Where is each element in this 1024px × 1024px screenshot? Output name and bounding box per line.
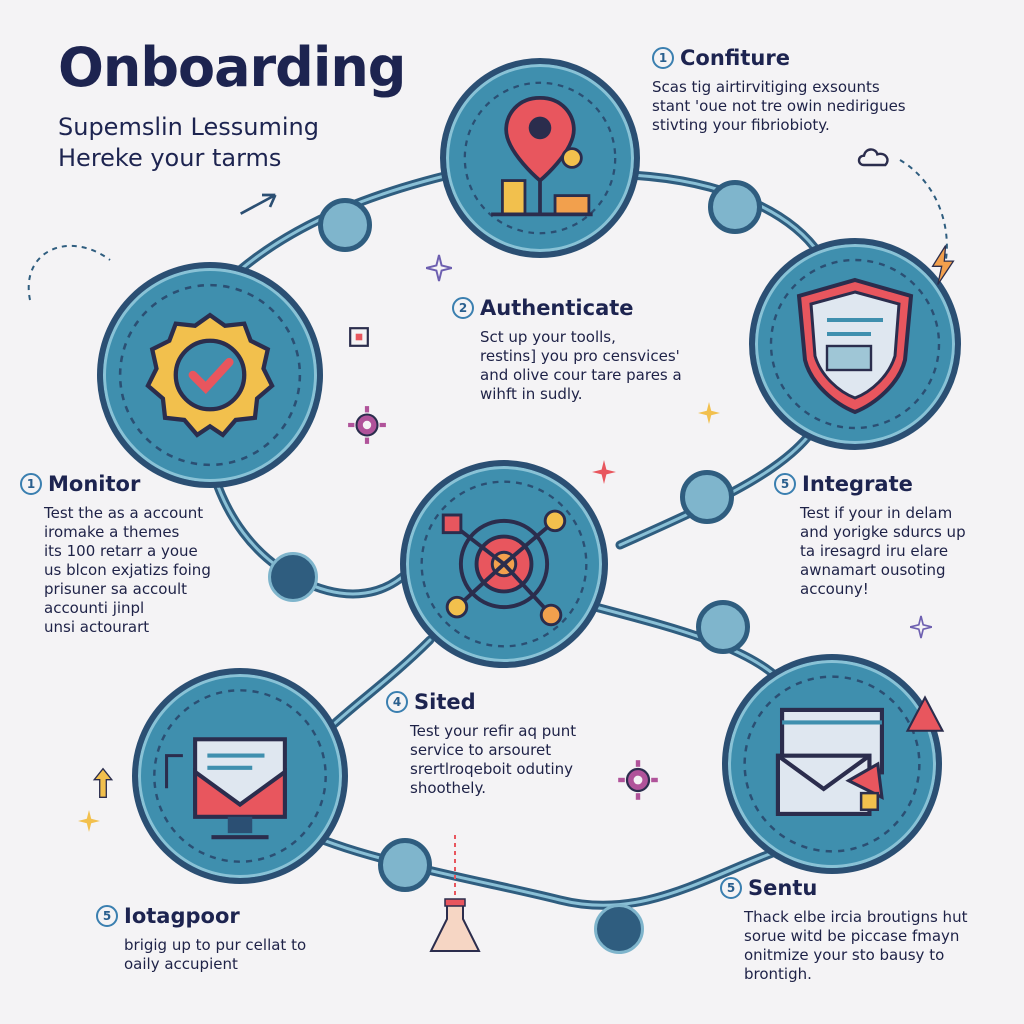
- step-title: Authenticate: [480, 296, 634, 320]
- node-right-shield: [749, 238, 961, 450]
- gear-icon: [348, 406, 386, 444]
- desc-line: restins] you pro censvices': [480, 347, 680, 365]
- desc-line: sorue witd be piccase fmayn: [744, 927, 960, 945]
- page-title: Onboarding: [58, 36, 406, 99]
- cloud-icon: [857, 148, 889, 167]
- node-bottom-left-computer: [132, 668, 348, 884]
- desc-line: brigig up to pur cellat to: [124, 936, 307, 954]
- step-title: Iotagpoor: [124, 904, 240, 928]
- desc-line: its 100 retarr a youe: [44, 542, 198, 560]
- desc-line: accounti jinpl: [44, 599, 145, 617]
- node-center-hub: [400, 460, 608, 668]
- shield-badge-icon: [594, 904, 644, 954]
- step-title: Integrate: [802, 472, 913, 496]
- desc-line: Test the as a account: [44, 504, 204, 522]
- lightning-icon: [931, 245, 955, 285]
- desc-line: stivting your fibriobioty.: [652, 116, 830, 134]
- step-sentu: 5 Sentu Thack elbe ircia broutigns hut so…: [720, 876, 967, 984]
- spiral-link-icon: [680, 470, 734, 524]
- square-icon: [349, 327, 369, 347]
- up-arrow-icon: [92, 767, 114, 798]
- desc-line: Test if your in delam: [800, 504, 953, 522]
- step-description: Scas tig airtirvitiging exsounts stant '…: [652, 78, 906, 135]
- network-hub-icon: [420, 480, 588, 648]
- step-number: 1: [652, 47, 674, 69]
- chain-link-icon: [696, 600, 750, 654]
- step-title: Monitor: [48, 472, 141, 496]
- desc-line: prisuner sa accoult: [44, 580, 188, 598]
- desc-line: oaily accupient: [124, 955, 238, 973]
- desc-line: Thack elbe ircia broutigns hut: [744, 908, 968, 926]
- desc-line: us blcon exjatizs foing: [44, 561, 211, 579]
- step-iotagpoor: 5 Iotagpoor brigig up to pur cellat to oa…: [96, 904, 306, 974]
- desc-line: Sct up your toolls,: [480, 328, 616, 346]
- step-description: Thack elbe ircia broutigns hut sorue wit…: [744, 908, 967, 984]
- shield-document-icon: [769, 258, 941, 430]
- desc-line: shoothely.: [410, 779, 486, 797]
- step-number: 2: [452, 297, 474, 319]
- step-number: 5: [96, 905, 118, 927]
- subtitle-line: Supemslin Lessuming: [58, 113, 319, 141]
- desc-line: iromake a themes: [44, 523, 180, 541]
- chain-link-icon: [318, 198, 372, 252]
- warning-icon: [905, 695, 945, 732]
- gear-icon: [618, 760, 658, 800]
- shield-badge-icon: [268, 552, 318, 602]
- sparkle-icon: [910, 615, 932, 639]
- chain-link-icon: [708, 180, 762, 234]
- desc-line: service to arsouret: [410, 741, 552, 759]
- step-title: Sentu: [748, 876, 818, 900]
- sparkle-icon: [592, 460, 616, 484]
- desc-line: and olive cour tare pares a: [480, 366, 682, 384]
- step-number: 5: [720, 877, 742, 899]
- desc-line: srertlroqeboit odutiny: [410, 760, 574, 778]
- step-description: Test if your in delam and yorigke sdurcs…: [800, 504, 966, 599]
- step-number: 1: [20, 473, 42, 495]
- desc-line: wihft in sudly.: [480, 385, 583, 403]
- node-top-location: [440, 58, 640, 258]
- step-description: Sct up your toolls, restins] you pro cen…: [480, 328, 682, 404]
- desc-line: ta iresagrd iru elare: [800, 542, 949, 560]
- sparkle-icon: [426, 254, 452, 282]
- step-title: Confiture: [680, 46, 790, 70]
- verified-badge-icon: [118, 283, 302, 467]
- desc-line: Scas tig airtirvitiging exsounts: [652, 78, 880, 96]
- node-bottom-right-mail: [722, 654, 942, 874]
- step-title: Sited: [414, 690, 476, 714]
- subtitle-line: Hereke your tarms: [58, 144, 282, 172]
- step-description: brigig up to pur cellat to oaily accupie…: [124, 936, 306, 974]
- desc-line: brontigh.: [744, 965, 812, 983]
- desc-line: stant 'oue not tre owin nedirigues: [652, 97, 906, 115]
- node-left-verified: [97, 262, 323, 488]
- email-card-icon: [743, 675, 921, 853]
- step-description: Test your refir aq punt service to arsou…: [410, 722, 576, 798]
- step-description: Test the as a account iromake a themes i…: [44, 504, 211, 637]
- desc-line: accouny!: [800, 580, 869, 598]
- desc-line: unsi actourart: [44, 618, 150, 636]
- step-confiture: 1 Confiture Scas tig airtirvitiging exsou…: [652, 46, 906, 135]
- step-sited: 4 Sited Test your refir aq punt service t…: [386, 690, 576, 798]
- desc-line: and yorigke sdurcs up: [800, 523, 966, 541]
- desc-line: onitmize your sto bausy to: [744, 946, 945, 964]
- page-subtitle: Supemslin Lessuming Hereke your tarms: [58, 112, 319, 174]
- arrow-icon: [240, 193, 277, 215]
- desc-line: Test your refir aq punt: [410, 722, 577, 740]
- spiral-link-icon: [378, 838, 432, 892]
- sparkle-icon: [78, 810, 100, 832]
- step-integrate: 5 Integrate Test if your in delam and yor…: [774, 472, 966, 599]
- desc-line: awnamart ousoting: [800, 561, 946, 579]
- step-monitor: 1 Monitor Test the as a account iromake a…: [20, 472, 211, 637]
- step-number: 4: [386, 691, 408, 713]
- sparkle-icon: [698, 402, 720, 424]
- location-pin-icon: [463, 81, 617, 235]
- flask-icon: [429, 835, 481, 952]
- step-authenticate: 2 Authenticate Sct up your toolls, restin…: [452, 296, 682, 404]
- step-number: 5: [774, 473, 796, 495]
- computer-mail-icon: [153, 689, 327, 863]
